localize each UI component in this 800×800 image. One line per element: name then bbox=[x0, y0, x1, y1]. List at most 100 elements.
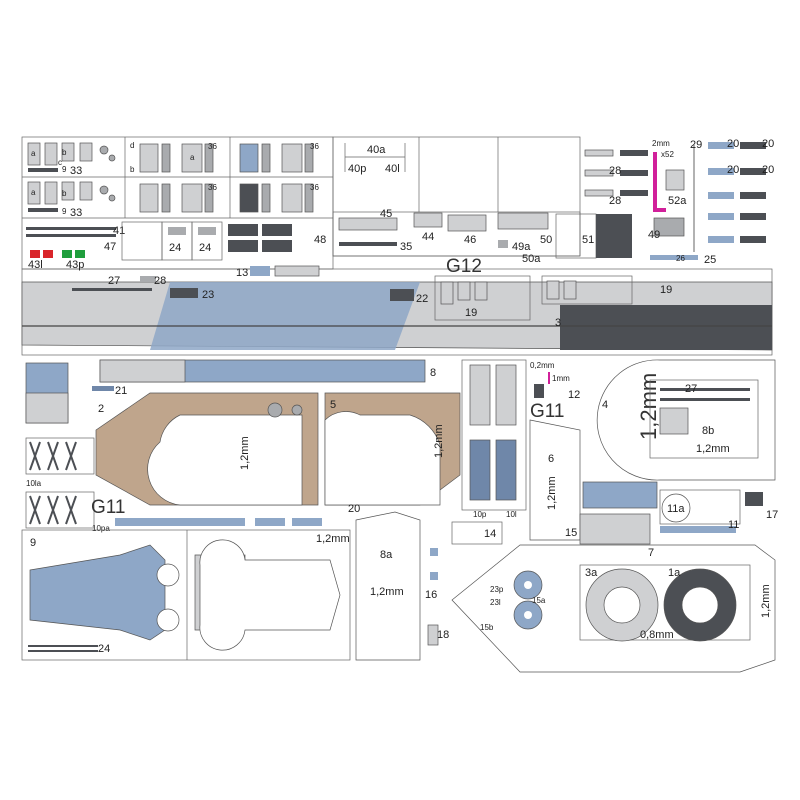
thickness-2mm: 2mm bbox=[652, 139, 670, 148]
thickness-1mm: 1mm bbox=[552, 374, 570, 383]
label-20-a: 20 bbox=[727, 138, 739, 150]
label-22: 22 bbox=[416, 293, 428, 305]
thickness-deck-left: 1,2mm bbox=[239, 436, 251, 470]
label-12: 12 bbox=[568, 389, 580, 401]
sheet-title-g11: G11 bbox=[530, 401, 565, 422]
label-2: 2 bbox=[98, 403, 104, 415]
part-47-24-48: 47 24 24 48 bbox=[104, 221, 326, 261]
part-group-33-top: a b c 9 33 bbox=[27, 142, 116, 177]
label-36-d: 36 bbox=[310, 183, 319, 192]
label-23p: 23p bbox=[490, 585, 504, 594]
label-28-a: 28 bbox=[609, 165, 621, 177]
label-1a: 1a bbox=[668, 567, 681, 579]
part-8-strip: 8 bbox=[99, 359, 436, 383]
part-14-16-18: 14 16 18 bbox=[425, 521, 503, 646]
label-36-c: 36 bbox=[310, 142, 319, 151]
part-group-33-bottom: a b 9 33 bbox=[27, 181, 116, 219]
part-hull-strip: 13 27 28 23 22 3 bbox=[21, 265, 773, 351]
label-15b: 15b bbox=[480, 623, 494, 632]
label-9: 9 bbox=[62, 165, 67, 174]
label-24-b: 24 bbox=[199, 242, 211, 254]
thickness-0-2mm: 0,2mm bbox=[530, 361, 555, 370]
label-35: 35 bbox=[400, 241, 412, 253]
label-20-c: 20 bbox=[727, 164, 739, 176]
part-2-21-panels: 21 2 bbox=[25, 362, 127, 424]
thickness-deck-right: 1,2mm bbox=[433, 424, 445, 458]
label-a-2: a bbox=[31, 188, 36, 197]
label-49: 49 bbox=[648, 229, 660, 241]
thickness-20: 1,2mm bbox=[316, 533, 350, 545]
part-8a: 8a 1,2mm bbox=[355, 511, 421, 661]
label-29: 29 bbox=[690, 139, 702, 151]
label-33-bottom: 33 bbox=[70, 207, 82, 219]
label-15: 15 bbox=[565, 527, 577, 539]
label-40l: 40l bbox=[385, 163, 400, 175]
label-45: 45 bbox=[380, 208, 392, 220]
label-11a: 11a bbox=[667, 503, 685, 515]
thickness-0-8mm: 0,8mm bbox=[640, 629, 674, 641]
part-group-36: d b a 36 36 36 36 bbox=[130, 141, 319, 213]
label-47: 47 bbox=[104, 241, 116, 253]
count-x52: x52 bbox=[661, 150, 674, 159]
label-24-c: 24 bbox=[98, 643, 110, 655]
label-11: 11 bbox=[728, 519, 739, 531]
label-c: c bbox=[58, 158, 62, 167]
label-18: 18 bbox=[437, 629, 449, 641]
label-6: 6 bbox=[548, 453, 554, 465]
label-48: 48 bbox=[314, 234, 326, 246]
part-9-frame: 9 24 bbox=[21, 529, 351, 661]
label-43p: 43p bbox=[66, 259, 84, 271]
label-b: b bbox=[62, 148, 67, 157]
label-43l: 43l bbox=[28, 259, 43, 271]
label-19-b: 19 bbox=[660, 284, 672, 296]
label-24-a: 24 bbox=[169, 242, 181, 254]
sheet-title-g11-left: G11 bbox=[91, 497, 126, 518]
label-36-a: 36 bbox=[208, 142, 217, 151]
label-25: 25 bbox=[704, 254, 716, 266]
label-40p: 40p bbox=[348, 163, 366, 175]
label-b-3: b bbox=[130, 165, 135, 174]
thickness-8a: 1,2mm bbox=[370, 586, 404, 598]
label-44: 44 bbox=[422, 231, 434, 243]
part-7: 7 1,2mm 15a 23p 23l 15b 3a 1a 0,8mm bbox=[451, 544, 776, 673]
thickness-6: 1,2mm bbox=[546, 476, 558, 510]
label-8b: 8b bbox=[702, 425, 714, 437]
label-50: 50 bbox=[540, 234, 552, 246]
label-27-b: 27 bbox=[685, 383, 697, 395]
label-52a: 52a bbox=[668, 195, 687, 207]
part-deck-right: 5 1,2mm bbox=[324, 392, 461, 506]
part-group-19: 19 19 bbox=[434, 275, 672, 321]
part-6: 6 1,2mm bbox=[529, 419, 581, 541]
label-21: 21 bbox=[115, 385, 127, 397]
label-36-b: 36 bbox=[208, 183, 217, 192]
thickness-4: 1,2mm bbox=[636, 373, 661, 440]
label-14: 14 bbox=[484, 528, 496, 540]
label-23: 23 bbox=[202, 289, 214, 301]
label-50a: 50a bbox=[522, 253, 541, 265]
label-20-b: 20 bbox=[762, 138, 774, 150]
part-deck-left: 1,2mm bbox=[95, 392, 319, 506]
label-51: 51 bbox=[582, 234, 594, 246]
thickness-7: 1,2mm bbox=[760, 584, 772, 618]
label-26: 26 bbox=[676, 254, 685, 263]
label-3: 3 bbox=[555, 317, 561, 329]
label-13: 13 bbox=[236, 267, 248, 279]
part-group-top-right: 28 28 2mm x52 52a 29 49 20 20 20 20 26 2… bbox=[584, 138, 774, 266]
part-12: 0,2mm 1mm 12 G11 bbox=[530, 361, 580, 422]
label-7: 7 bbox=[648, 547, 654, 559]
label-16: 16 bbox=[425, 589, 437, 601]
label-28-b: 28 bbox=[609, 195, 621, 207]
label-27-a: 27 bbox=[108, 275, 120, 287]
label-20-e: 20 bbox=[348, 503, 360, 515]
label-46: 46 bbox=[464, 234, 476, 246]
label-10pa: 10pa bbox=[92, 524, 110, 533]
sheet-title-g12: G12 bbox=[446, 256, 482, 277]
label-10l: 10l bbox=[506, 510, 517, 519]
label-b-2: b bbox=[62, 189, 67, 198]
label-5: 5 bbox=[330, 399, 336, 411]
label-8a: 8a bbox=[380, 549, 393, 561]
thickness-8b: 1,2mm bbox=[696, 443, 730, 455]
part-right-mid: 11a 11 17 15 bbox=[565, 481, 778, 545]
label-23l: 23l bbox=[490, 598, 501, 607]
